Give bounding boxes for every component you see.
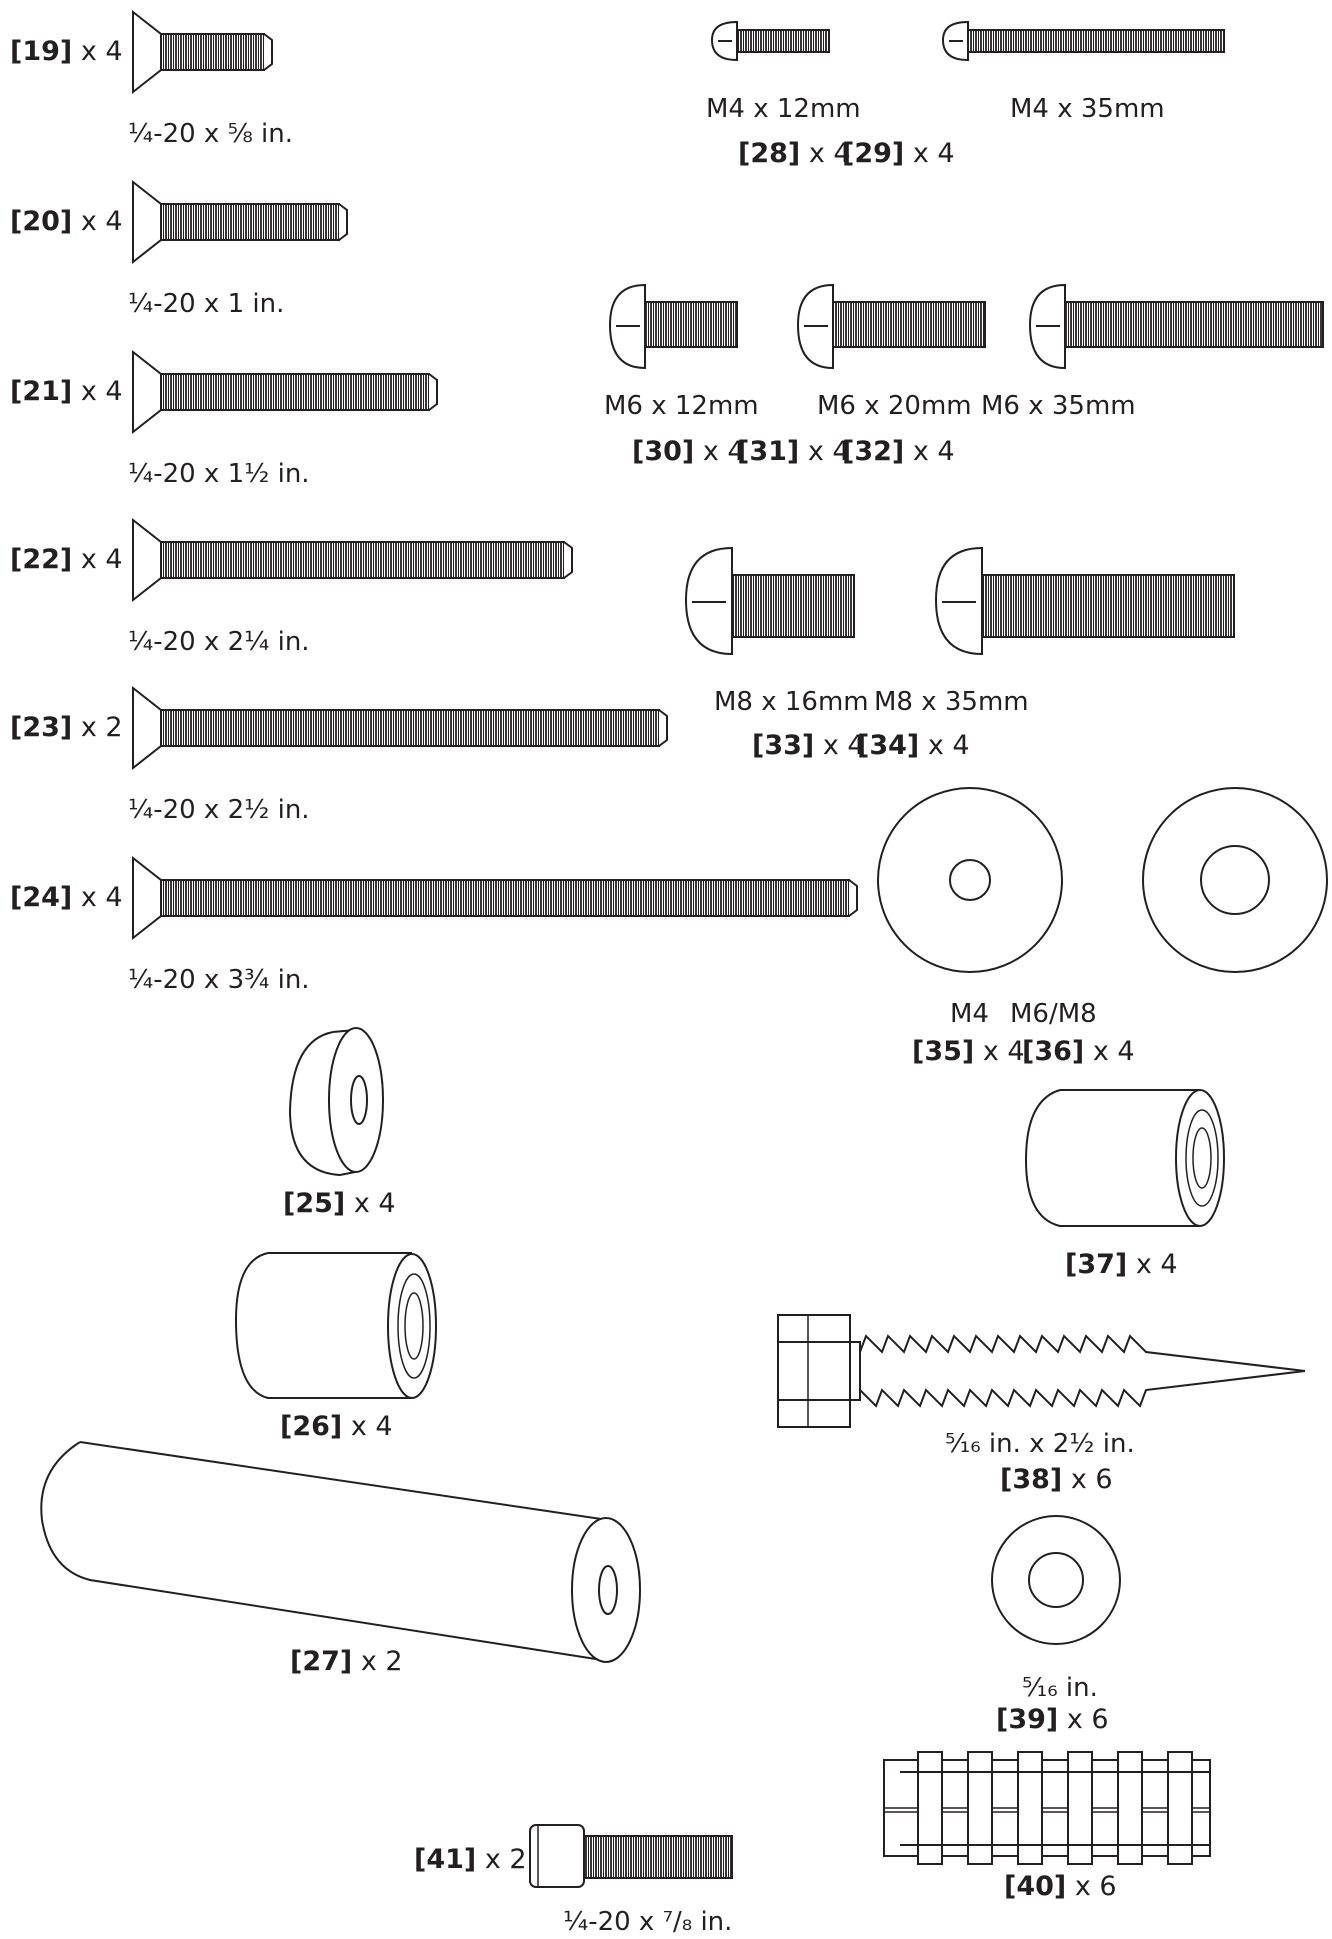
imperial-screw-row: [20] x 4 ¼-20 x 1 in. — [10, 179, 348, 319]
m8-35mm-size-label: M8 x 35mm — [874, 687, 1029, 717]
countersunk-screw-icon — [132, 685, 668, 771]
spacer-37-icon — [1024, 1089, 1225, 1227]
screw-size-label: ¼-20 x 1 in. — [128, 289, 284, 319]
m8-screw-35mm-icon — [934, 546, 1235, 656]
part-31-label: [31] x 4 — [737, 436, 850, 467]
m4-screw-12mm-icon — [710, 20, 830, 62]
part-35-label: [35] x 4 — [912, 1036, 1025, 1067]
screw-part-label: [19] x 4 — [10, 36, 123, 67]
anchor-fin — [1117, 1751, 1143, 1865]
part-28-label: [28] x 4 — [738, 138, 851, 169]
imperial-screw-row: [22] x 4 ¼-20 x 2¼ in. — [10, 517, 573, 657]
spacer-25-icon — [288, 1027, 384, 1177]
screw-size-label: ¼-20 x 2½ in. — [128, 795, 310, 825]
washer-m4-icon — [877, 787, 1063, 973]
part-33-label: [33] x 4 — [752, 730, 865, 761]
screw-part-label: [23] x 2 — [10, 712, 123, 743]
part-25-label: [25] x 4 — [283, 1188, 396, 1219]
m4-screw-35mm-icon — [941, 20, 1225, 62]
anchor-fin — [1067, 1751, 1093, 1865]
part-37-label: [37] x 4 — [1065, 1249, 1178, 1280]
countersunk-screw-icon — [132, 9, 273, 95]
imperial-screw-row: [24] x 4 ¼-20 x 3¾ in. — [10, 855, 858, 995]
m4-35mm-size-label: M4 x 35mm — [1010, 94, 1165, 124]
part-27-label: [27] x 2 — [290, 1646, 403, 1677]
screw-size-label: ¼-20 x ⅝ in. — [128, 119, 293, 149]
screw-part-label: [20] x 4 — [10, 206, 123, 237]
imperial-screw-row: [23] x 2 ¼-20 x 2½ in. — [10, 685, 668, 825]
screw-size-label: ¼-20 x 1½ in. — [128, 459, 310, 489]
screw-part-label: [24] x 4 — [10, 882, 123, 913]
lag-bolt-size-label: ⁵⁄₁₆ in. x 2½ in. — [945, 1429, 1135, 1459]
part-34-label: [34] x 4 — [857, 730, 970, 761]
m8-screw-16mm-icon — [684, 546, 855, 656]
spacer-27-icon — [40, 1441, 641, 1663]
screw-size-label: ¼-20 x 2¼ in. — [128, 627, 310, 657]
part-32-label: [32] x 4 — [842, 436, 955, 467]
socket-bolt-41-icon — [529, 1824, 733, 1888]
m6-screw-12mm-icon — [608, 283, 738, 370]
countersunk-screw-icon — [132, 349, 438, 435]
anchor-fin — [1017, 1751, 1043, 1865]
imperial-screw-row: [19] x 4 ¼-20 x ⅝ in. — [10, 9, 293, 149]
m6-35mm-size-label: M6 x 35mm — [981, 391, 1136, 421]
anchor-40-icon — [883, 1751, 1211, 1865]
m6-screw-20mm-icon — [796, 283, 986, 370]
countersunk-screw-icon — [132, 855, 858, 941]
part-39-label: [39] x 6 — [996, 1704, 1109, 1735]
countersunk-screw-icon — [132, 517, 573, 603]
screw-part-label: [21] x 4 — [10, 376, 123, 407]
part-40-label: [40] x 6 — [1004, 1871, 1117, 1902]
washer-39-icon — [991, 1515, 1121, 1645]
anchor-fin — [917, 1751, 943, 1865]
anchor-fin — [967, 1751, 993, 1865]
anchor-fin — [1167, 1751, 1193, 1865]
part-36-label: [36] x 4 — [1022, 1036, 1135, 1067]
part-41-label: [41] x 2 — [414, 1844, 527, 1875]
imperial-screw-group: [19] x 4 ¼-20 x ⅝ in. [20] x 4 ¼-20 x 1 in.… — [10, 9, 858, 995]
m6-20mm-size-label: M6 x 20mm — [817, 391, 972, 421]
m6-screw-35mm-icon — [1028, 283, 1324, 370]
part-26-label: [26] x 4 — [280, 1411, 393, 1442]
m4-12mm-size-label: M4 x 12mm — [706, 94, 861, 124]
part-29-label: [29] x 4 — [842, 138, 955, 169]
countersunk-screw-icon — [132, 179, 348, 265]
washer-m6-m8-size-label: M6/M8 — [1010, 999, 1097, 1029]
part-30-label: [30] x 4 — [632, 436, 745, 467]
bolt-41-size-label: ¼-20 x ⁷/₈ in. — [563, 1907, 732, 1937]
spacer-26-icon — [234, 1252, 437, 1399]
washer-m6-m8-icon — [1142, 787, 1328, 973]
screw-size-label: ¼-20 x 3¾ in. — [128, 965, 310, 995]
m8-16mm-size-label: M8 x 16mm — [714, 687, 869, 717]
imperial-screw-row: [21] x 4 ¼-20 x 1½ in. — [10, 349, 438, 489]
part-38-label: [38] x 6 — [1000, 1464, 1113, 1495]
washer-m4-size-label: M4 — [950, 999, 989, 1029]
lag-bolt-38-icon — [777, 1314, 1306, 1428]
washer-39-size-label: ⁵⁄₁₆ in. — [1022, 1673, 1098, 1703]
m6-12mm-size-label: M6 x 12mm — [604, 391, 759, 421]
screw-part-label: [22] x 4 — [10, 544, 123, 575]
